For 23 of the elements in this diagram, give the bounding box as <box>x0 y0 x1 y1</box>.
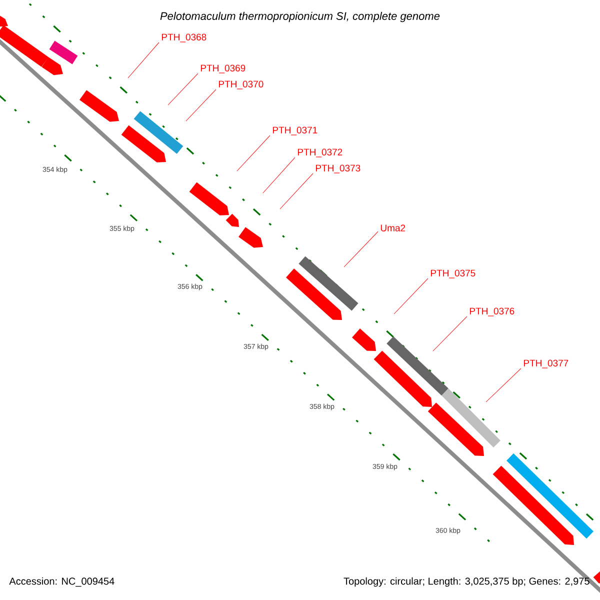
leader-line <box>168 73 198 106</box>
gene-label: PTH_0371 <box>272 126 318 136</box>
leader-line <box>236 135 270 172</box>
leader-line <box>128 42 160 78</box>
title: Pelotomaculum thermopropionicum SI, complete genome <box>160 12 440 22</box>
gene-label: PTH_0377 <box>524 360 568 368</box>
leader-line <box>186 89 216 122</box>
leader-line <box>280 173 314 210</box>
gene-label: Uma2 <box>380 224 406 232</box>
genome-info-text: Topology: circular; Length: 3,025,375 bp; Genes: 2,975 <box>344 577 590 587</box>
gene-label: PTH_0373 <box>316 164 360 174</box>
accession-text: Accession: NC_009454 <box>9 577 114 587</box>
gene-label: PTH_0375 <box>431 270 476 278</box>
leader-line <box>344 231 378 268</box>
leader-line <box>432 316 468 352</box>
gene-label: PTH_0372 <box>298 148 342 158</box>
gene-label: PTH_0368 <box>162 34 206 42</box>
gene-label: PTH_0369 <box>200 64 246 74</box>
gene-label: PTH_0370 <box>218 80 264 90</box>
leader-line <box>262 157 296 194</box>
leader-line <box>394 278 428 314</box>
gene-label: PTH_0376 <box>470 308 514 316</box>
leader-line <box>486 368 522 402</box>
